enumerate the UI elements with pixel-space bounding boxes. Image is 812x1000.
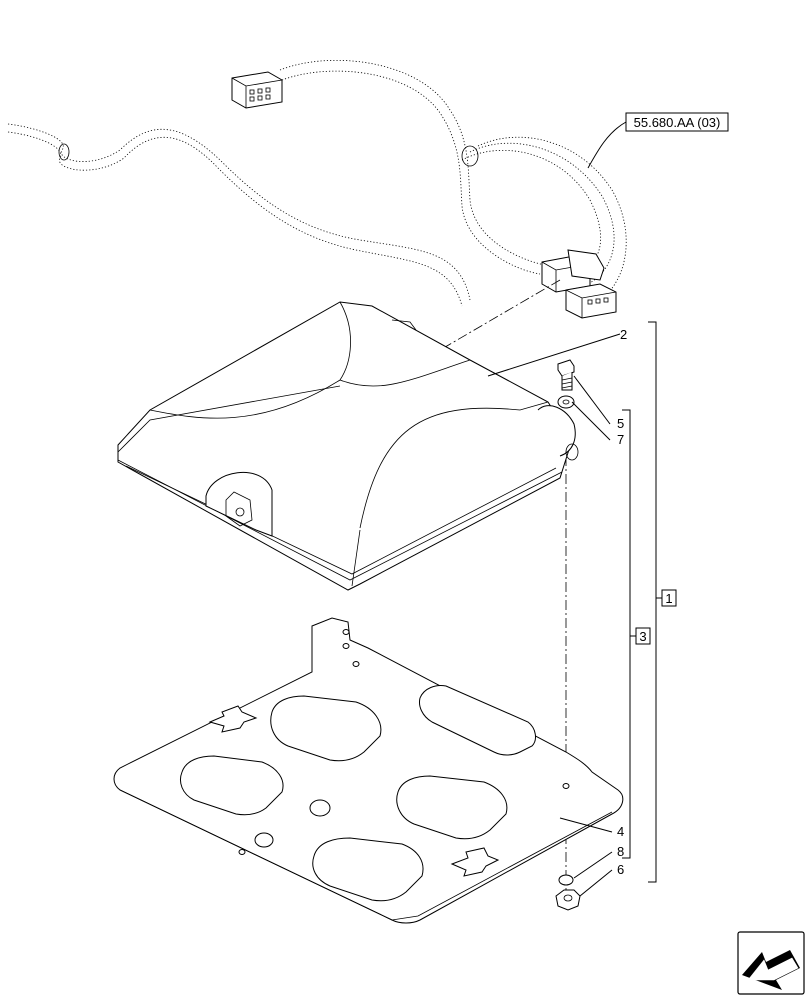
callout-2: 2: [620, 327, 627, 342]
callout-8: 8: [617, 844, 624, 859]
cover-housing: [117, 301, 579, 591]
bracket-group-3: [622, 409, 636, 859]
leader-lines: [487, 121, 627, 897]
arrow-icon[interactable]: [737, 931, 805, 995]
callout-7: 7: [617, 432, 624, 447]
washer-upper: [557, 395, 575, 409]
callout-6: 6: [617, 862, 624, 877]
nut: [555, 889, 581, 911]
harness-connector-top: [231, 71, 283, 109]
callout-3: 3: [639, 629, 646, 644]
reference-label: 55.680.AA (03): [625, 112, 729, 132]
base-plate: [113, 617, 624, 924]
harness-connector-pair: [541, 249, 617, 319]
callout-1-box: 1: [661, 589, 677, 607]
wire-harness: [7, 59, 627, 307]
washer-lower: [558, 874, 574, 886]
callout-5: 5: [617, 416, 624, 431]
bracket-group-1: [648, 321, 662, 883]
callout-4: 4: [617, 824, 624, 839]
callout-1: 1: [665, 591, 672, 606]
bolt: [557, 359, 575, 391]
reference-text: 55.680.AA (03): [634, 115, 721, 130]
callout-3-box: 3: [635, 627, 651, 645]
